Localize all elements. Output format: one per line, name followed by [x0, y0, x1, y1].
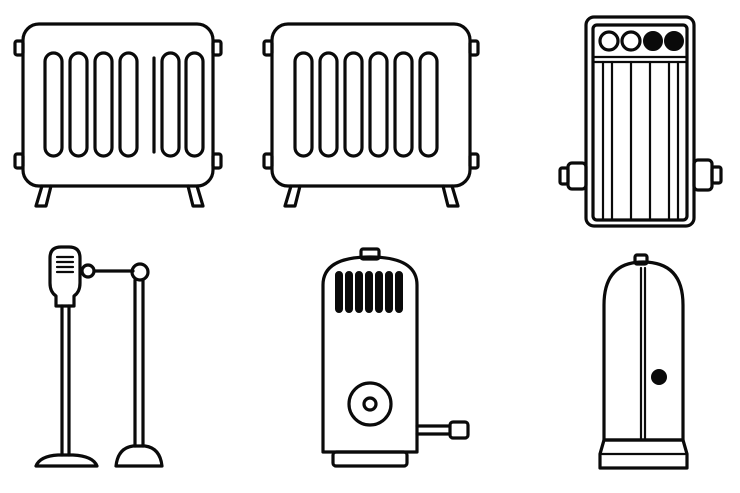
vented-cabinet-heater-icon	[321, 247, 470, 468]
dome-cabinet-heater-icon	[598, 253, 689, 470]
oil-radiator-six-fin-icon	[262, 22, 480, 208]
standing-lamp-heater-icon	[34, 245, 164, 468]
oil-radiator-seven-fin-icon	[13, 22, 223, 208]
infrared-panel-heater-icon	[558, 15, 723, 228]
